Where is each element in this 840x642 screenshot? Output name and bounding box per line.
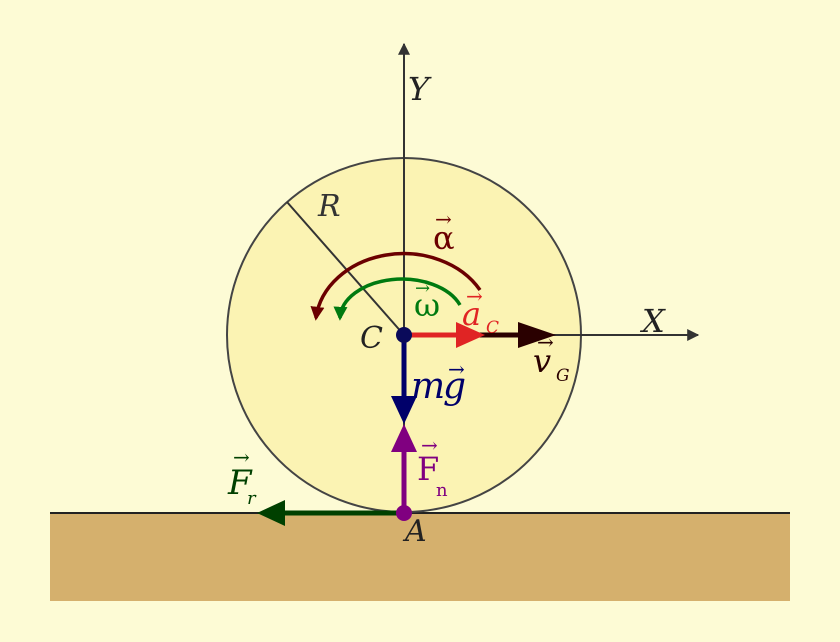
x-axis-label: X [639,302,666,340]
ground [50,513,790,601]
a-c-vector-arrow-label: → [466,284,483,308]
gravity-arrow-head [391,396,417,424]
omega-label: ω [414,286,440,324]
mg-g-label: g [443,366,466,407]
y-axis-label: Y [408,70,432,108]
normal-subscript: n [436,480,448,501]
friction-subscript: r [247,488,257,509]
mg-vector-arrow-label: → [448,357,465,381]
center-label: C [360,321,383,356]
center-point [396,327,412,343]
contact-label: A [402,514,427,549]
omega-vector-arrow-label: → [415,278,430,299]
v-g-vector-arrow-label: → [537,330,554,354]
velocity-arrow-head [518,322,556,348]
alpha-arc [310,251,482,321]
a-c-subscript: C [486,318,499,338]
v-g-label: v [533,342,551,380]
alpha-label: α [433,219,455,257]
normal-vector-arrow-label: → [421,433,438,457]
friction-label: F [227,463,253,503]
friction-arrow-head [257,500,285,526]
omega-arc [333,277,462,321]
normal-label: F [417,450,439,488]
alpha-vector-arrow-label: → [435,207,452,231]
a-c-label: a [462,295,481,333]
friction-vector-arrow-label: → [233,445,250,469]
normal-arrow-head [391,424,417,452]
v-g-subscript: G [556,366,570,386]
radius-label: R [317,189,341,224]
accel-arrow-head [456,322,485,348]
radius-line [286,201,405,336]
mg-m-label: m [411,366,445,407]
contact-point [396,505,412,521]
